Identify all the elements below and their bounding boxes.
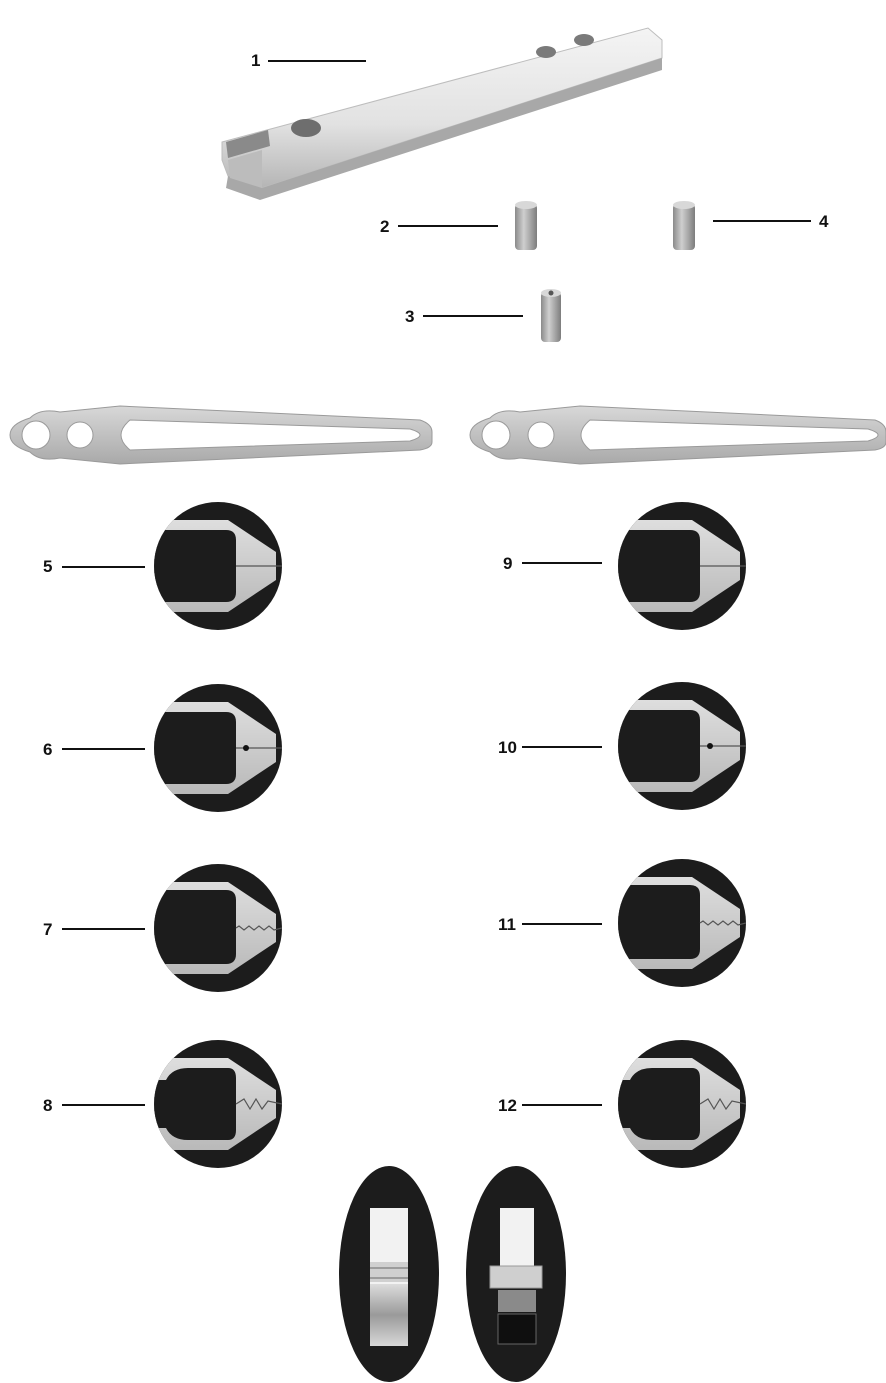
jaw-detail-6 [154,684,282,812]
oval-detail-left [339,1166,439,1382]
callout-label-12: 12 [498,1096,517,1115]
leader-line-6 [62,748,145,750]
tweezer-left [9,405,433,465]
oval-detail-right [466,1166,566,1382]
callout-label-8: 8 [43,1096,53,1115]
callout-label-3: 3 [405,307,415,326]
part-pin-4 [673,201,695,250]
jaw-detail-12 [618,1040,746,1168]
leader-line-1 [268,60,366,62]
callout-label-11: 11 [498,915,516,934]
jaw-detail-8 [154,1040,282,1168]
leader-line-8 [62,1104,145,1106]
callout-label-6: 6 [43,740,53,759]
callout-label-2: 2 [380,217,390,236]
leader-line-2 [398,225,498,227]
leader-line-11 [522,923,602,925]
callout-label-10: 10 [498,738,517,757]
leader-line-4 [713,220,811,222]
jaw-detail-5 [154,502,282,630]
leader-line-3 [423,315,523,317]
leader-line-10 [522,746,602,748]
callout-label-4: 4 [819,212,829,231]
jaw-details [154,502,746,1168]
jaw-detail-10 [618,682,746,810]
jaw-detail-7 [154,864,282,992]
leader-line-5 [62,566,145,568]
callout-label-5: 5 [43,557,53,576]
leader-line-12 [522,1104,602,1106]
part-pin-3 [541,289,561,342]
leader-line-7 [62,928,145,930]
part-bar [221,27,663,200]
tweezer-right [469,405,886,465]
callout-label-1: 1 [251,51,261,70]
jaw-detail-9 [618,502,746,630]
jaw-detail-11 [618,859,746,987]
part-pin-2 [515,201,537,250]
callout-label-9: 9 [503,554,513,573]
leader-line-9 [522,562,602,564]
callout-label-7: 7 [43,920,53,939]
